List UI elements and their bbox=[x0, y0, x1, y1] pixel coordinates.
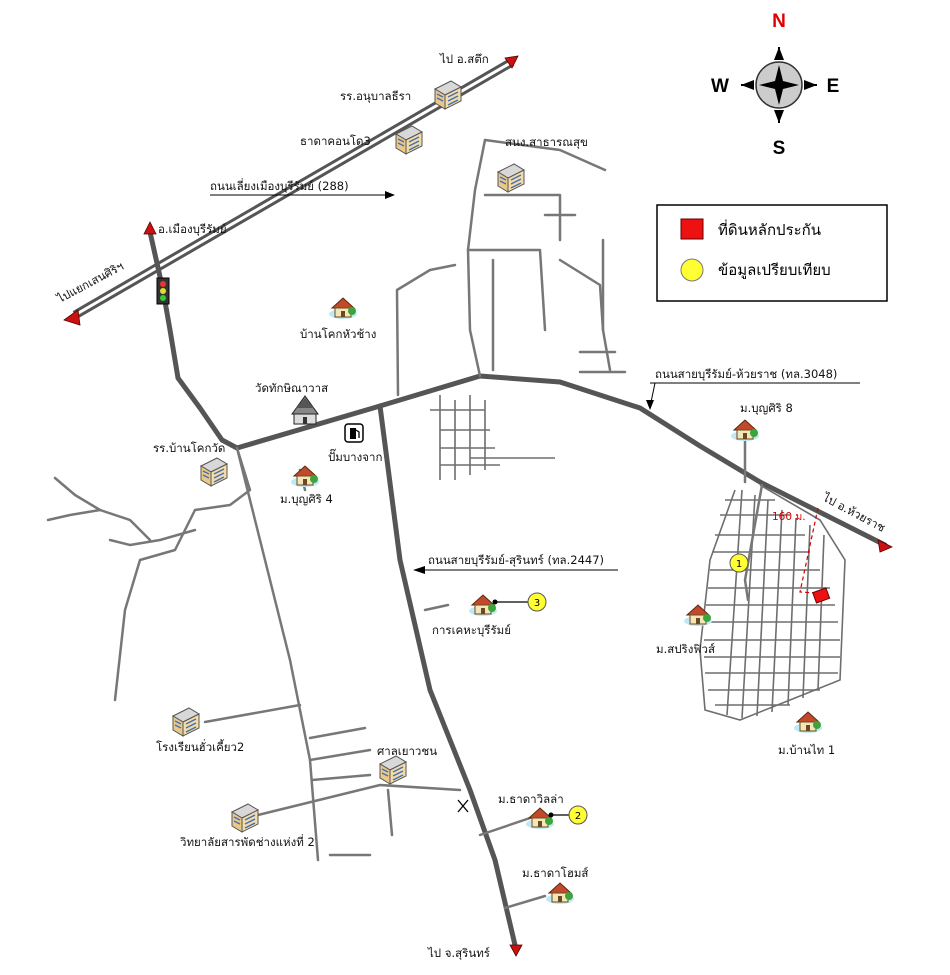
label-thada-condo: ธาดาคอนโด3 bbox=[300, 134, 371, 148]
label-kehar: การเคหะบุรีรัมย์ bbox=[432, 623, 511, 637]
distance-label: 160 ม. bbox=[772, 511, 806, 523]
legend: ที่ดินหลักประกัน ข้อมูลเปรียบเทียบ bbox=[656, 204, 888, 302]
gas-station-icon bbox=[344, 423, 364, 443]
spring-views-icon bbox=[683, 604, 713, 627]
youth-court-icon bbox=[379, 755, 407, 785]
bypass-arrow-ne bbox=[504, 55, 519, 69]
label-gas-station: ปั๊มบางจาก bbox=[328, 448, 382, 464]
compass-south: S bbox=[773, 138, 786, 159]
compass-icon bbox=[741, 47, 817, 123]
label-technical-college: วิทยาลัยสารพัดช่างแห่งที่ 2 bbox=[179, 834, 314, 849]
label-thada-villa: ม.ธาดาวิลล่า bbox=[498, 792, 564, 806]
kehar-icon bbox=[468, 594, 498, 617]
compass-east: E bbox=[827, 76, 840, 97]
comparable-marker-3: 3 bbox=[492, 592, 547, 612]
housing-grid bbox=[699, 483, 846, 721]
compass-north: N bbox=[772, 11, 786, 32]
compass-west: W bbox=[711, 76, 729, 97]
label-health-office: สนง.สาธารณสุข bbox=[505, 135, 588, 149]
boonsiri4-icon bbox=[290, 465, 320, 488]
thada-villa-icon bbox=[525, 807, 555, 830]
label-huachiew-school: โรงเรียนฮั่วเคี้ยว2 bbox=[156, 739, 244, 754]
technical-college-icon bbox=[231, 803, 259, 833]
label-anuban-school: รร.อนุบาลธีรา bbox=[340, 89, 411, 103]
comparable-marker-2: 2 bbox=[548, 805, 588, 825]
mueang-arrow bbox=[143, 221, 157, 235]
legend-subject-label: ที่ดินหลักประกัน bbox=[718, 219, 821, 239]
ban-khok-huachang-icon bbox=[328, 297, 358, 320]
label-ban-khok-huachang: บ้านโคกหัวช้าง bbox=[300, 327, 376, 341]
health-office-icon bbox=[497, 163, 525, 193]
boonsiri8-icon bbox=[730, 419, 760, 442]
temple-icon bbox=[291, 395, 319, 425]
label-spring-views: ม.สปริงฟิวส์ bbox=[656, 642, 715, 656]
label-boonsiri4: ม.บุญศิริ 4 bbox=[280, 492, 333, 506]
label-to-saensiri: ไปแยกเสนศิริฯ bbox=[54, 259, 126, 306]
label-bypass-road: ถนนเลี่ยงเมืองบุรีรัมย์ (288) bbox=[210, 178, 349, 193]
label-ban-thai1: ม.บ้านไท 1 bbox=[778, 743, 835, 757]
comparable-marker-1-label: 1 bbox=[736, 559, 742, 570]
label-wat: วัดทักษิณาวาส bbox=[255, 381, 328, 395]
road-label-leaders bbox=[210, 191, 860, 574]
legend-subject-swatch bbox=[680, 218, 704, 240]
subject-land-marker bbox=[799, 507, 831, 604]
huachiew-school-icon bbox=[172, 707, 200, 737]
surin-arrow bbox=[509, 944, 523, 957]
traffic-light-icon bbox=[156, 277, 170, 305]
label-to-surin: ไป จ.สุรินทร์ bbox=[427, 946, 490, 960]
ban-thai1-icon bbox=[793, 711, 823, 734]
label-boonsiri8: ม.บุญศิริ 8 bbox=[740, 401, 793, 415]
label-to-satuek: ไป อ.สตึก bbox=[439, 52, 489, 66]
thada-home-icon bbox=[545, 882, 575, 905]
anuban-school-icon bbox=[434, 80, 462, 110]
comparable-marker-3-label: 3 bbox=[534, 598, 540, 609]
huairat-arrow bbox=[877, 539, 893, 553]
legend-comparable-swatch bbox=[680, 258, 704, 282]
comparable-marker-2-label: 2 bbox=[575, 811, 581, 822]
bypass-arrow-sw bbox=[63, 309, 81, 326]
label-thada-home: ม.ธาดาโฮมส์ bbox=[522, 866, 588, 880]
label-to-mueang: อ.เมืองบุรีรัมย์ bbox=[158, 222, 227, 236]
minor-roads bbox=[46, 138, 747, 910]
label-youth-court: ศาลเยาวชน bbox=[377, 744, 437, 758]
label-buriram-surin-road: ถนนสายบุรีรัมย์-สุรินทร์ (ทล.2447) bbox=[428, 553, 604, 567]
label-buriram-huairat-road: ถนนสายบุรีรัมย์-ห้วยราช (ทล.3048) bbox=[655, 367, 837, 381]
railway-crossing-icon bbox=[457, 799, 469, 813]
comparable-marker-1: 1 bbox=[729, 553, 749, 573]
legend-comparable-label: ข้อมูลเปรียบเทียบ bbox=[718, 261, 831, 279]
label-ban-khok-wat-school: รร.บ้านโคกวัด bbox=[153, 441, 225, 455]
ban-khok-wat-school-icon bbox=[200, 457, 228, 487]
